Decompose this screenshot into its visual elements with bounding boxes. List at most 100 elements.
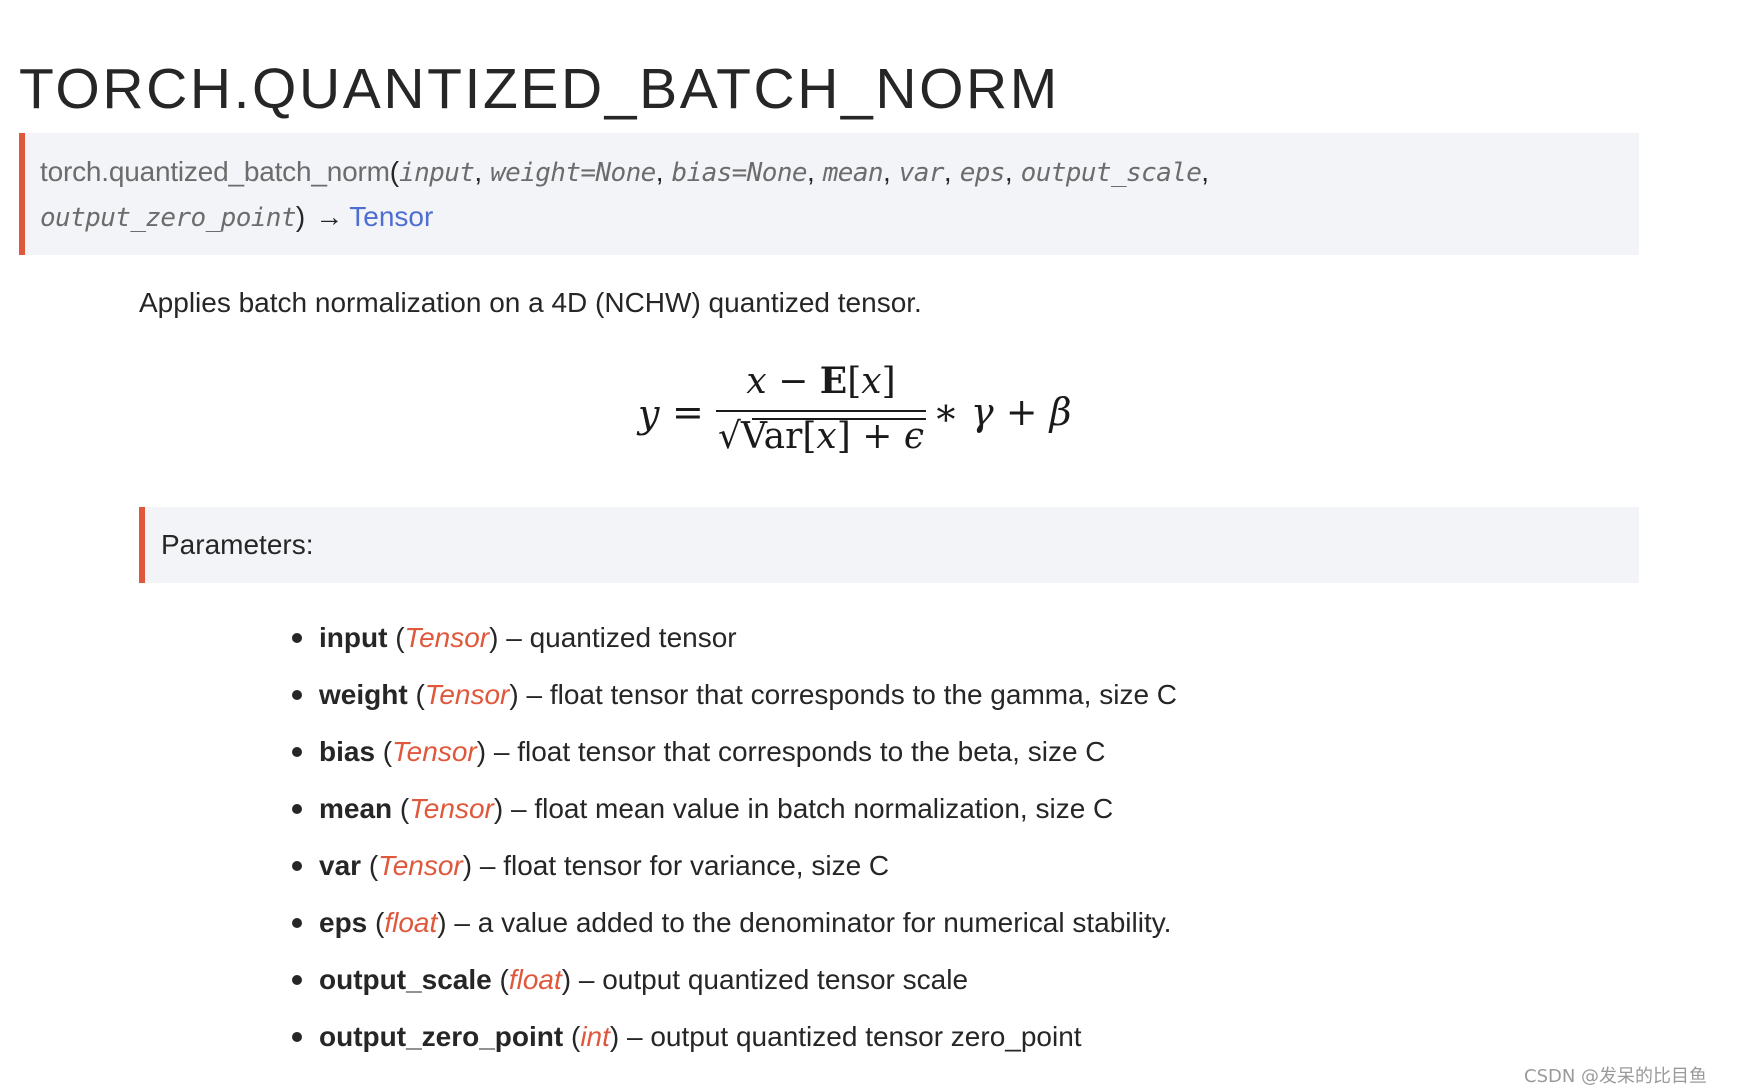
param-type-link[interactable]: Tensor [392, 736, 477, 767]
parameters-heading: Parameters: [161, 529, 314, 560]
dash: – [571, 964, 603, 995]
dash: – [503, 793, 535, 824]
param-item-input: input (Tensor) – quantized tensor [286, 619, 1177, 676]
paren: ) [561, 964, 572, 995]
param-type-link[interactable]: float [384, 907, 438, 938]
param-name: input [319, 622, 388, 653]
bullet-icon [292, 861, 302, 871]
watermark: CSDN @发呆的比目鱼 [1524, 1066, 1708, 1087]
bullet-icon [292, 690, 302, 700]
param-name: output_zero_point [319, 1021, 564, 1052]
param-type-link[interactable]: int [580, 1021, 610, 1052]
paren: ( [491, 964, 509, 995]
param-item-output-zero-point: output_zero_point (int) – output quantiz… [286, 1018, 1177, 1075]
bullet-icon [292, 918, 302, 928]
arg-output-zero-point: output_zero_point [40, 203, 297, 233]
formula-equals: = [672, 390, 704, 434]
param-description: float mean value in batch normalization,… [534, 793, 1114, 824]
page-title: TORCH.QUANTIZED_BATCH_NORM [19, 57, 1060, 122]
bullet-icon [292, 975, 302, 985]
paren: ) [609, 1021, 620, 1052]
param-description: quantized tensor [529, 622, 737, 653]
fraction-bar [716, 410, 926, 412]
bullet-icon [292, 633, 302, 643]
param-description: float tensor that corresponds to the gam… [549, 679, 1178, 710]
open-paren: ( [389, 156, 400, 187]
param-type-link[interactable]: Tensor [409, 793, 494, 824]
arg-input: input [399, 158, 475, 188]
bullet-icon [292, 804, 302, 814]
arg-eps: eps [959, 158, 1006, 188]
function-name: torch.quantized_batch_norm [40, 156, 390, 187]
close-paren: ) [295, 201, 306, 232]
param-type-link[interactable]: Tensor [424, 679, 510, 710]
paren: ( [387, 622, 405, 653]
paren: ( [367, 907, 385, 938]
dash: – [486, 736, 518, 767]
param-description: output quantized tensor scale [602, 964, 969, 995]
separator: , [655, 156, 664, 187]
arg-weight: weight=None [490, 158, 656, 188]
arg-output-scale: output_scale [1020, 158, 1202, 188]
param-description: output quantized tensor zero_point [650, 1021, 1082, 1052]
separator: , [882, 156, 891, 187]
paren: ) [476, 736, 487, 767]
dash: – [472, 850, 504, 881]
function-signature: torch.quantized_batch_norm(input,weight=… [19, 133, 1639, 255]
param-name: eps [319, 907, 368, 938]
param-item-eps: eps (float) – a value added to the denom… [286, 904, 1177, 961]
param-description: float tensor for variance, size C [503, 850, 890, 881]
separator: , [943, 156, 952, 187]
paren: ) [489, 622, 499, 653]
sqrt-icon: √ [718, 416, 741, 457]
param-type-link[interactable]: Tensor [404, 622, 490, 653]
arg-mean: mean [822, 158, 884, 188]
description: Applies batch normalization on a 4D (NCH… [139, 287, 922, 318]
formula-lhs: y [638, 392, 660, 436]
parameters-list: input (Tensor) – quantized tensor weight… [286, 619, 1177, 1075]
paren: ) [462, 850, 473, 881]
arg-var: var [898, 158, 945, 188]
param-type-link[interactable]: float [508, 964, 562, 995]
dash: – [619, 1021, 651, 1052]
separator: , [474, 156, 483, 187]
formula-numerator: x − E[x] [746, 360, 896, 402]
return-type-link[interactable]: Tensor [349, 201, 434, 232]
return-arrow-icon: → [315, 201, 344, 232]
param-item-mean: mean (Tensor) – float mean value in batc… [286, 790, 1177, 847]
bullet-icon [292, 1032, 302, 1042]
param-name: output_scale [319, 964, 492, 995]
dash: – [446, 907, 478, 938]
param-name: var [319, 850, 362, 881]
param-item-bias: bias (Tensor) – float tensor that corres… [286, 733, 1177, 790]
formula-denominator: √Var[x] + ϵ [718, 416, 924, 457]
paren: ( [375, 736, 393, 767]
batch-norm-formula: y = x − E[x] √Var[x] + ϵ ∗ γ + β [630, 360, 1072, 480]
param-item-weight: weight (Tensor) – float tensor that corr… [286, 676, 1177, 733]
signature-line-2: output_zero_point) →Tensor [40, 200, 433, 235]
separator: , [806, 156, 815, 187]
paren: ( [407, 679, 425, 710]
param-type-link[interactable]: Tensor [378, 850, 463, 881]
signature-line-1: torch.quantized_batch_norm(input,weight=… [40, 155, 1217, 190]
param-item-output-scale: output_scale (float) – output quantized … [286, 961, 1177, 1018]
paren: ( [392, 793, 410, 824]
paren: ) [493, 793, 504, 824]
paren: ( [361, 850, 379, 881]
dash: – [498, 622, 530, 653]
separator: , [1004, 156, 1013, 187]
param-name: mean [319, 793, 393, 824]
dash: – [518, 679, 550, 710]
parameters-header: Parameters: [139, 507, 1639, 583]
param-description: float tensor that corresponds to the bet… [517, 736, 1106, 767]
paren: ( [563, 1021, 581, 1052]
separator: , [1201, 156, 1210, 187]
paren: ) [509, 679, 519, 710]
bullet-icon [292, 747, 302, 757]
param-description: a value added to the denominator for num… [477, 907, 1172, 938]
paren: ) [437, 907, 447, 938]
param-name: bias [319, 736, 376, 767]
formula-rhs: ∗ γ + β [933, 390, 1072, 434]
arg-bias: bias=None [671, 158, 807, 188]
sqrt-overline [752, 418, 926, 420]
